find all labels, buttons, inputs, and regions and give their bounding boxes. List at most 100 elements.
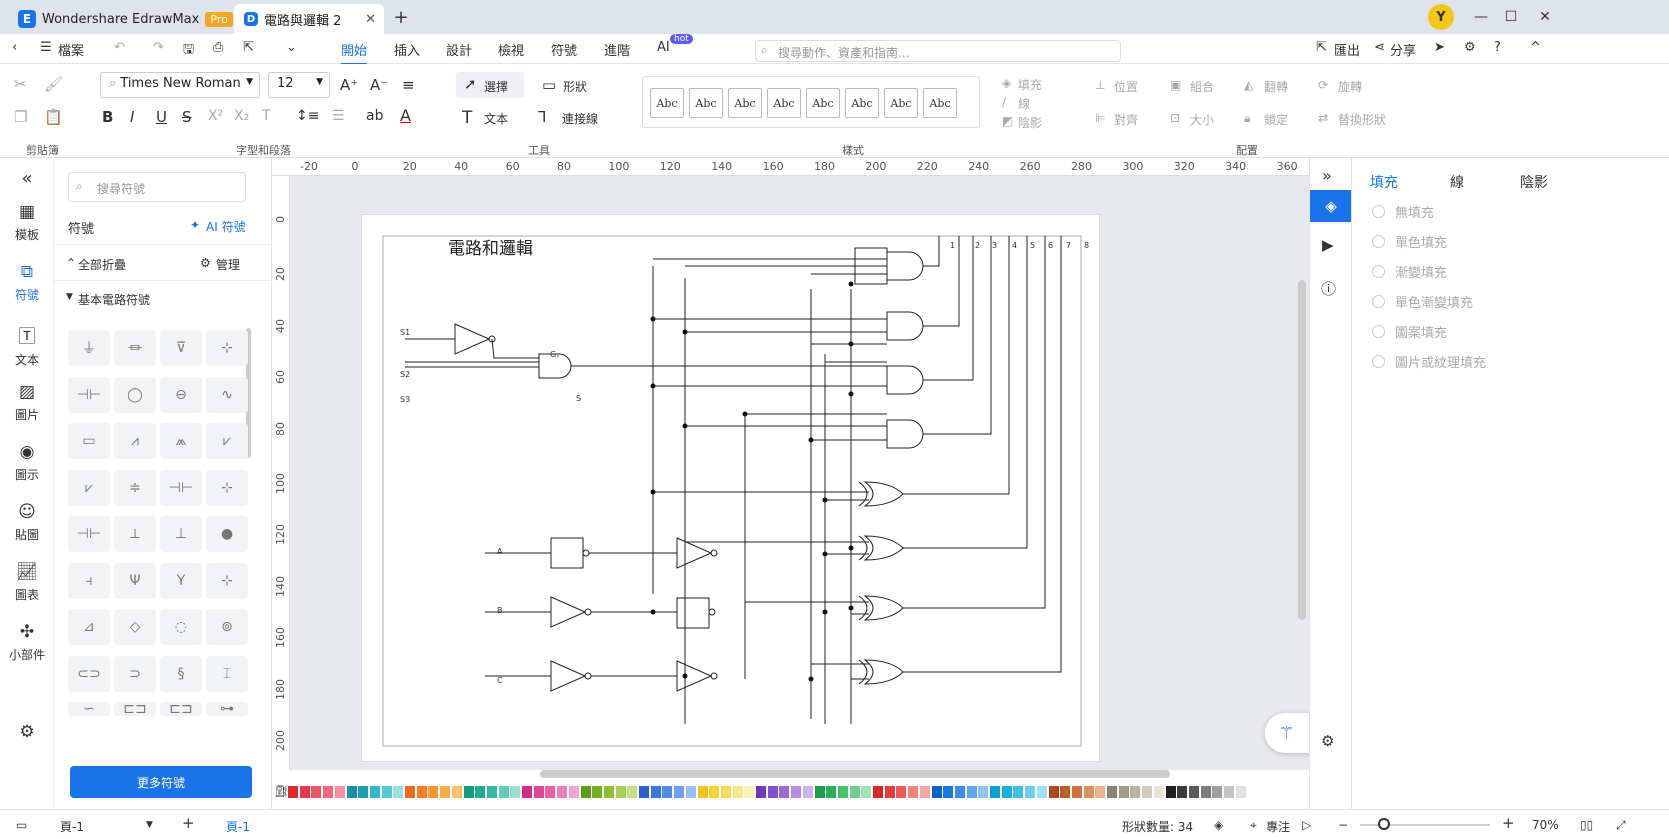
style-preset[interactable]: Abc: [767, 88, 801, 118]
page-tab-active[interactable]: 頁-1: [226, 820, 250, 834]
magic-wand-icon[interactable]: ⚚: [1278, 722, 1295, 744]
color-swatch[interactable]: [1177, 786, 1188, 798]
rail-settings-icon[interactable]: ⚙: [19, 722, 35, 742]
style-preset[interactable]: Abc: [728, 88, 762, 118]
color-swatch[interactable]: [299, 786, 310, 798]
lock-icon[interactable]: 🔒︎: [1244, 111, 1251, 125]
position-icon[interactable]: ⊥: [1095, 78, 1106, 92]
color-swatch[interactable]: [522, 786, 532, 798]
circuit-symbol-item[interactable]: ⊿: [68, 609, 110, 645]
increase-font-icon[interactable]: A⁺: [340, 76, 359, 94]
connector-tool-label[interactable]: 連接線: [562, 112, 599, 126]
tab-fill[interactable]: 填充: [1370, 175, 1398, 191]
caret-down-icon[interactable]: ▼: [66, 292, 73, 302]
menu-ai[interactable]: AI: [657, 40, 670, 55]
circuit-diagram[interactable]: [361, 214, 1100, 762]
color-swatch[interactable]: [381, 786, 392, 798]
align-objects-icon[interactable]: ⊫: [1095, 111, 1106, 125]
rotate-button[interactable]: 旋轉: [1338, 80, 1363, 94]
text-direction-icon[interactable]: ab: [366, 108, 384, 124]
avatar[interactable]: Y: [1428, 4, 1454, 30]
color-swatch[interactable]: [1153, 786, 1164, 798]
flip-icon[interactable]: ◭: [1244, 78, 1254, 92]
settings-icon[interactable]: ⚙: [1321, 732, 1335, 750]
circuit-symbol-item[interactable]: ⊽: [160, 330, 202, 366]
color-swatch[interactable]: [1025, 786, 1036, 798]
circuit-symbol-item[interactable]: ⩗: [68, 469, 110, 506]
strikethrough-icon[interactable]: S: [182, 108, 192, 126]
color-swatch[interactable]: [334, 786, 345, 798]
symbol-search-input[interactable]: 搜尋符號: [68, 172, 246, 202]
color-swatch[interactable]: [814, 786, 825, 798]
fullscreen-icon[interactable]: ⤢: [1616, 818, 1626, 832]
focus-button[interactable]: 專注: [1266, 820, 1291, 834]
ai-symbols-button[interactable]: AI 符號: [206, 220, 246, 234]
fill-option-picture[interactable]: 圖片或紋理填充: [1372, 352, 1486, 371]
color-swatch[interactable]: [674, 786, 685, 798]
menu-design[interactable]: 設計: [446, 44, 473, 59]
circuit-symbol-item[interactable]: ⌶: [206, 655, 248, 692]
collapse-ribbon-icon[interactable]: ^: [1530, 40, 1541, 55]
color-swatch[interactable]: [1165, 786, 1176, 798]
color-swatch[interactable]: [791, 786, 802, 798]
color-swatch[interactable]: [849, 786, 860, 798]
fill-icon[interactable]: ◈: [1002, 76, 1012, 90]
rail-charts[interactable]: 📈︎圖表: [0, 562, 54, 603]
circuit-symbol-item[interactable]: Y: [160, 562, 202, 599]
collapse-all-button[interactable]: 全部折疊: [78, 258, 127, 272]
color-swatch[interactable]: [744, 786, 755, 798]
rail-widgets[interactable]: ✣小部件: [0, 622, 54, 663]
align-icon[interactable]: ≡: [402, 76, 415, 94]
rail-symbols[interactable]: ⧉符號: [0, 262, 54, 303]
zoom-slider[interactable]: [1360, 824, 1490, 826]
circuit-symbol-item[interactable]: ⊶: [206, 701, 248, 717]
shape-icon[interactable]: ▭: [542, 76, 557, 94]
color-swatch[interactable]: [1188, 786, 1199, 798]
tab-shadow[interactable]: 陰影: [1520, 175, 1548, 191]
close-window-icon[interactable]: ✕: [1539, 9, 1551, 25]
circuit-symbol-item[interactable]: ⊏⊐: [114, 701, 156, 717]
file-menu[interactable]: 檔案: [58, 44, 85, 59]
menu-view[interactable]: 檢視: [498, 44, 525, 59]
circuit-symbol-item[interactable]: ∿: [206, 376, 248, 413]
color-swatch[interactable]: [756, 786, 766, 798]
color-swatch[interactable]: [709, 786, 720, 798]
color-swatch[interactable]: [498, 786, 509, 798]
collapse-all-icon[interactable]: ⌃: [66, 256, 77, 270]
color-swatch[interactable]: [896, 786, 907, 798]
replace-shape-button[interactable]: 替換形狀: [1338, 113, 1387, 127]
presentation-icon[interactable]: ▶: [1322, 236, 1334, 254]
circuit-symbol-item[interactable]: ⊖: [160, 376, 202, 413]
back-icon[interactable]: ‹: [12, 40, 18, 55]
color-swatch[interactable]: [779, 786, 790, 798]
color-swatch[interactable]: [1200, 786, 1211, 798]
circuit-symbol-item[interactable]: ⊥: [160, 516, 202, 552]
color-swatch[interactable]: [346, 786, 357, 798]
export-icon[interactable]: ⇱: [1316, 40, 1327, 55]
more-symbols-button[interactable]: 更多符號: [70, 766, 252, 798]
color-swatch[interactable]: [463, 786, 474, 798]
color-swatch[interactable]: [545, 786, 556, 798]
circuit-symbol-item[interactable]: ⊣⊢: [68, 376, 110, 413]
color-swatch[interactable]: [358, 786, 369, 798]
fill-option-none[interactable]: 無填充: [1372, 202, 1434, 221]
circuit-symbol-item[interactable]: ⩕: [160, 423, 202, 459]
style-preset[interactable]: Abc: [689, 88, 723, 118]
symbol-scrollbar[interactable]: [246, 328, 251, 458]
play-icon[interactable]: ▷: [1302, 818, 1312, 832]
fill-button[interactable]: 填充: [1018, 78, 1043, 92]
color-swatch[interactable]: [861, 786, 872, 798]
send-icon[interactable]: ➤: [1434, 40, 1445, 55]
circuit-symbol-item[interactable]: ⊹: [206, 330, 248, 366]
shadow-icon[interactable]: ◩: [1002, 114, 1014, 128]
minimize-icon[interactable]: —: [1474, 9, 1488, 25]
color-swatch[interactable]: [802, 786, 813, 798]
category-basic-circuit[interactable]: 基本電路符號: [78, 293, 151, 307]
menu-symbols[interactable]: 符號: [551, 44, 578, 59]
color-swatch[interactable]: [1048, 786, 1059, 798]
color-swatch[interactable]: [568, 786, 579, 798]
color-swatch[interactable]: [393, 786, 404, 798]
circuit-symbol-item[interactable]: ⟂: [114, 516, 156, 552]
list-icon[interactable]: ☰: [332, 108, 345, 124]
